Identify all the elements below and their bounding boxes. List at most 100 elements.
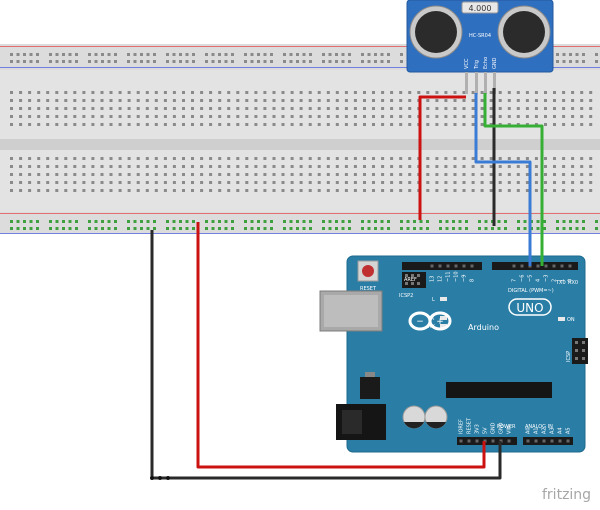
terminal-hole [462,99,466,102]
terminal-hole [553,91,556,94]
rail-hole [296,220,299,223]
rail-hole [374,227,377,230]
terminal-hole [136,91,140,94]
terminal-hole [91,173,95,176]
rail-hole [62,220,65,223]
terminal-hole [46,123,50,126]
rail-hole [445,227,449,230]
terminal-hole [534,173,538,176]
rail-hole [465,227,468,230]
terminal-hole [236,115,240,118]
terminal-hole [109,189,113,192]
terminal-hole [46,107,50,110]
terminal-hole [10,99,13,102]
terminal-hole [281,157,285,160]
rail-hole [575,227,579,230]
terminal-hole [191,173,194,176]
terminal-hole [444,99,448,102]
terminal-hole [372,173,375,176]
terminal-hole [10,91,13,94]
terminal-hole [209,91,213,94]
terminal-hole [344,123,348,126]
terminal-hole [363,115,366,118]
rail-hole [419,227,423,230]
terminal-hole [589,123,593,126]
terminal-hole [46,189,50,192]
terminal-hole [444,173,448,176]
rail-hole [406,227,410,230]
terminal-hole [236,107,240,110]
terminal-hole [37,157,41,160]
terminal-hole [227,173,231,176]
terminal-hole [344,189,348,192]
rail-hole [257,227,260,230]
terminal-hole [426,173,430,176]
terminal-hole [498,91,502,94]
rail-hole [270,227,273,230]
terminal-hole [245,157,249,160]
terminal-hole [136,165,140,168]
terminal-hole [390,115,394,118]
terminal-hole [154,189,158,192]
terminal-hole [245,115,249,118]
terminal-hole [290,99,294,102]
terminal-hole [136,157,140,160]
rail-hole [62,227,65,230]
terminal-hole [553,173,556,176]
terminal-hole [562,157,566,160]
capacitors [402,405,448,429]
rail-hole [153,53,156,56]
terminal-hole [317,99,321,102]
terminal-hole [227,91,231,94]
digital-pin-label: 4 [536,279,542,282]
terminal-hole [145,123,149,126]
terminal-hole [399,157,403,160]
terminal-hole [571,181,575,184]
terminal-hole [498,181,502,184]
terminal-hole [73,115,77,118]
rail-hole [413,220,416,223]
terminal-hole [399,115,403,118]
terminal-hole [471,157,475,160]
terminal-hole [344,173,348,176]
terminal-hole [272,189,276,192]
terminal-hole [109,115,113,118]
rail-hole [127,220,130,223]
terminal-hole [363,157,366,160]
terminal-hole [109,107,113,110]
terminal-hole [435,173,439,176]
terminal-hole [218,189,222,192]
terminal-hole [227,99,231,102]
rail-hole [224,220,228,223]
terminal-hole [182,107,185,110]
terminal-hole [191,157,194,160]
terminal-hole [444,91,448,94]
rail-hole [504,227,507,230]
terminal-hole [344,99,348,102]
rail-hole [556,53,559,56]
terminal-hole [399,165,403,168]
terminal-hole [272,107,276,110]
digital-pin-label: 12 [438,276,444,282]
digital-pin-hole [544,264,548,268]
terminal-hole [435,91,439,94]
terminal-hole [562,165,566,168]
rail-hole [107,60,111,63]
terminal-hole [426,165,430,168]
terminal-hole [381,189,385,192]
terminal-hole [525,173,529,176]
rail-hole [23,220,26,223]
terminal-hole [46,181,50,184]
terminal-hole [290,123,294,126]
rail-hole [114,53,117,56]
terminal-hole [426,115,430,118]
terminal-hole [480,115,484,118]
terminal-hole [209,173,213,176]
terminal-hole [435,123,439,126]
terminal-hole [426,157,430,160]
terminal-hole [344,91,348,94]
reset-label: RESET [360,286,377,292]
rail-hole [367,53,371,56]
